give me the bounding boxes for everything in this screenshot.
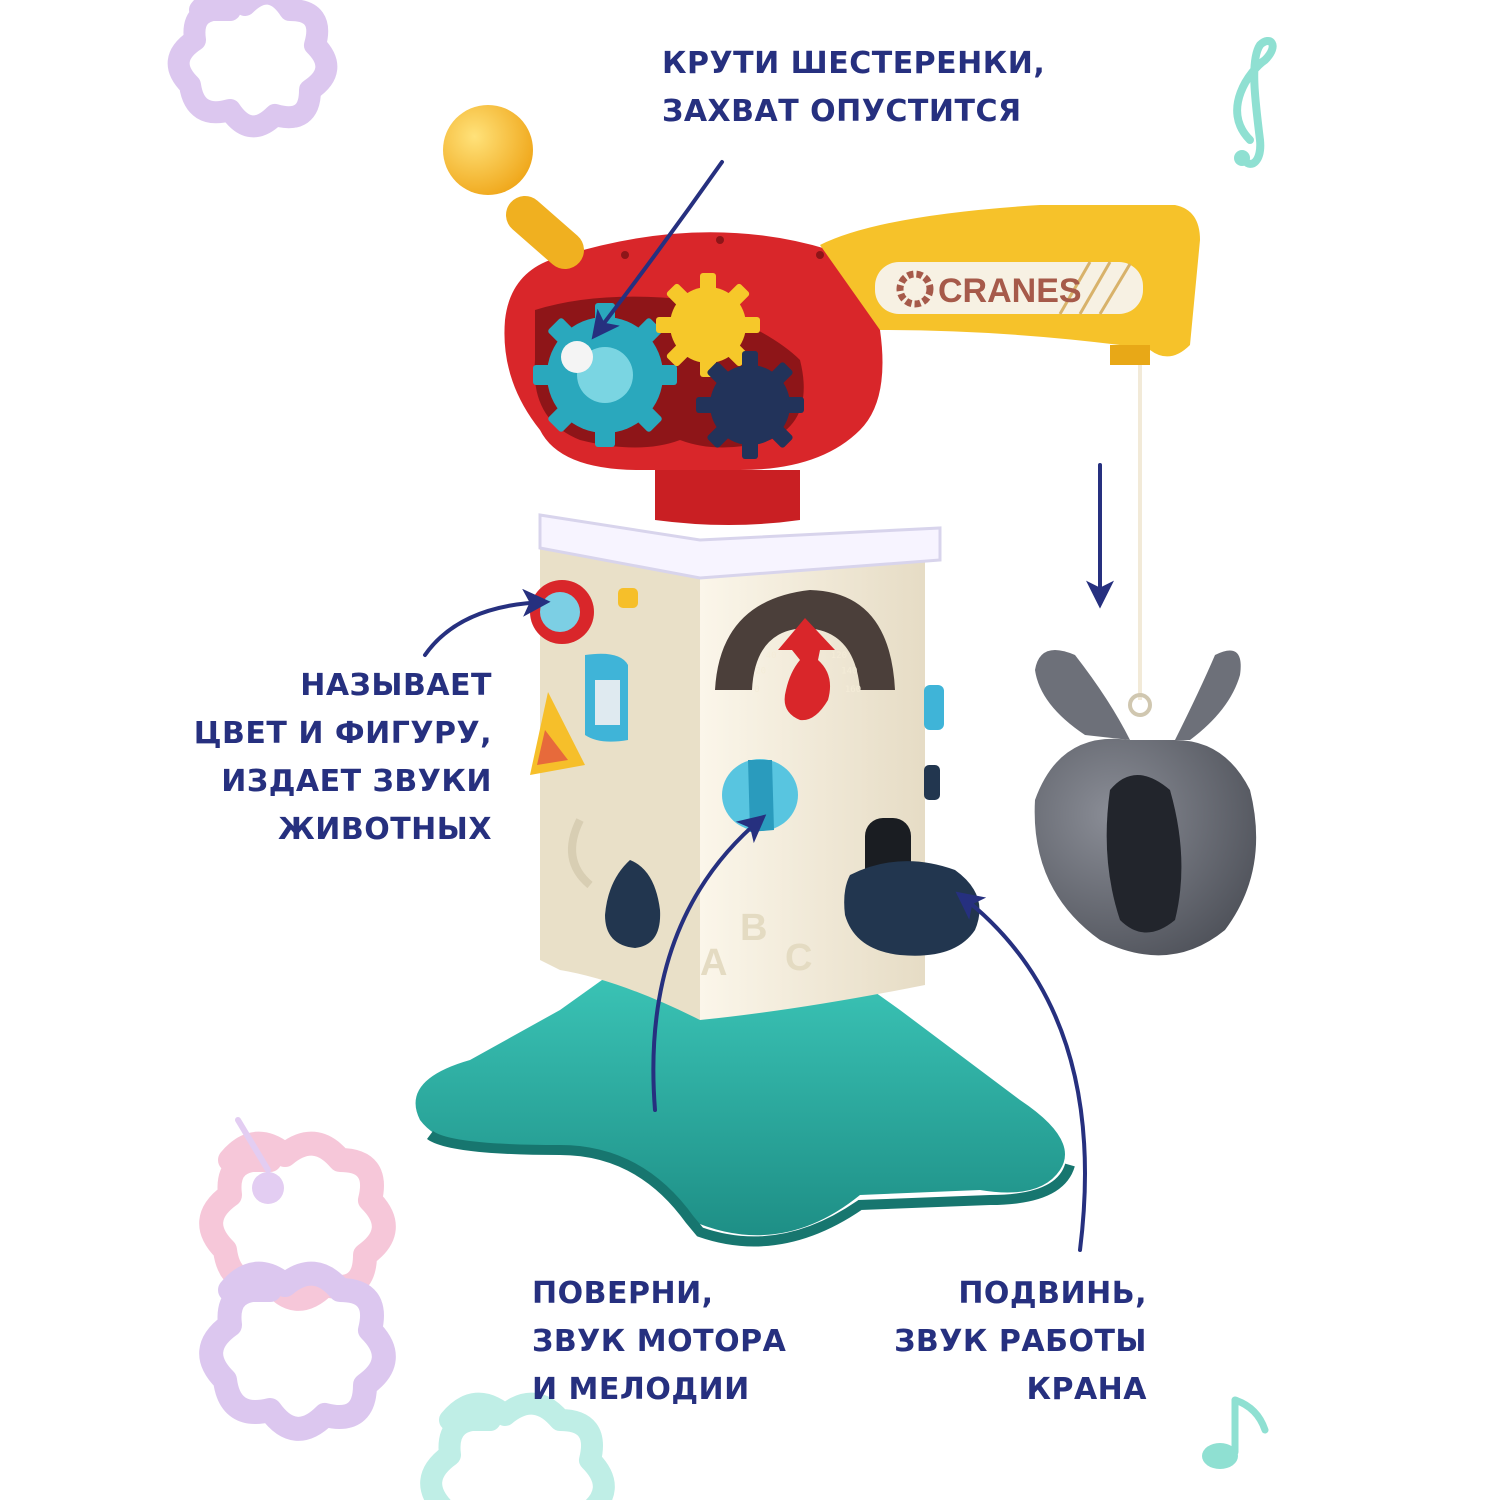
caption-line: ИЗДАЕТ ЗВУКИ [221,764,492,799]
flower-decor-icon [420,1392,615,1500]
navy-gear-icon [696,351,804,459]
embossed-letters: ABC [700,907,812,984]
speed-gauge: 020406080100120140160 [715,590,895,721]
teal-gear-icon [533,303,677,447]
small-yellow-button[interactable] [618,588,638,608]
music-notes [235,37,1277,1469]
gauge-tick-label: 0 [754,685,759,695]
toy-base [415,960,1075,1247]
embossed-letter: C [785,937,812,979]
gear-logo-icon [896,270,934,308]
gauge-tick-label: 40 [766,651,777,661]
shape-buttons [530,580,661,948]
caption-line: ПОВЕРНИ, [532,1276,714,1311]
caption-line: НАЗЫВАЕТ [300,668,492,703]
boom-label: CRANES [938,272,1082,310]
gauge-tick-label: 120 [831,651,847,661]
decor-flowers [167,0,615,1500]
music-note-icon [1202,1396,1269,1469]
claw-grabber[interactable] [1034,365,1257,956]
caption-line: ЗВУК РАБОТЫ [894,1324,1147,1359]
crane-toy: 020406080100120140160 ABC [415,105,1257,1247]
caption-line: ЗВУК МОТОРА [532,1324,787,1359]
gear-set[interactable] [533,273,804,459]
callout-arrows [423,160,1114,1252]
caption-shapes: НАЗЫВАЕТ ЦВЕТ И ФИГУРУ, ИЗДАЕТ ЗВУКИ ЖИВ… [194,662,492,854]
gauge-tick-label: 160 [845,685,861,695]
caption-slide: ПОДВИНЬ, ЗВУК РАБОТЫ КРАНА [894,1270,1147,1414]
turn-arrow [651,814,767,1112]
turn-knob[interactable] [722,759,798,832]
slide-arrow [955,891,1087,1252]
caption-line: КРУТИ ШЕСТЕРЕНКИ, [662,46,1046,81]
caption-line: ПОДВИНЬ, [958,1276,1147,1311]
gauge-tick-label: 140 [841,667,857,677]
gears-arrow [591,160,724,340]
caption-gears: КРУТИ ШЕСТЕРЕНКИ, ЗАХВАТ ОПУСТИТСЯ [662,40,1045,136]
embossed-letter: B [740,907,767,949]
drop-shape-button[interactable] [605,860,661,948]
flower-decor-icon [167,0,338,138]
crane-boom: CRANES [820,205,1200,365]
shapes-arrow [423,588,551,657]
flower-decor-icon [199,1261,396,1441]
treble-clef-icon [1233,37,1277,168]
caption-turn: ПОВЕРНИ, ЗВУК МОТОРА И МЕЛОДИИ [532,1270,786,1414]
embossed-letter: A [700,942,727,984]
caption-line: И МЕЛОДИИ [532,1372,750,1407]
caption-line: ЗАХВАТ ОПУСТИТСЯ [662,94,1022,129]
slide-lever[interactable] [844,818,980,956]
music-note-icon [235,1117,284,1204]
caption-line: ЖИВОТНЫХ [278,812,492,847]
caption-line: ЦВЕТ И ФИГУРУ, [193,716,492,751]
gauge-pointer-knob[interactable] [778,618,835,721]
caption-line: КРАНА [1026,1372,1147,1407]
gauge-tick-label: 20 [755,667,766,677]
crank-handle[interactable] [443,105,584,269]
side-buttons [924,685,944,800]
